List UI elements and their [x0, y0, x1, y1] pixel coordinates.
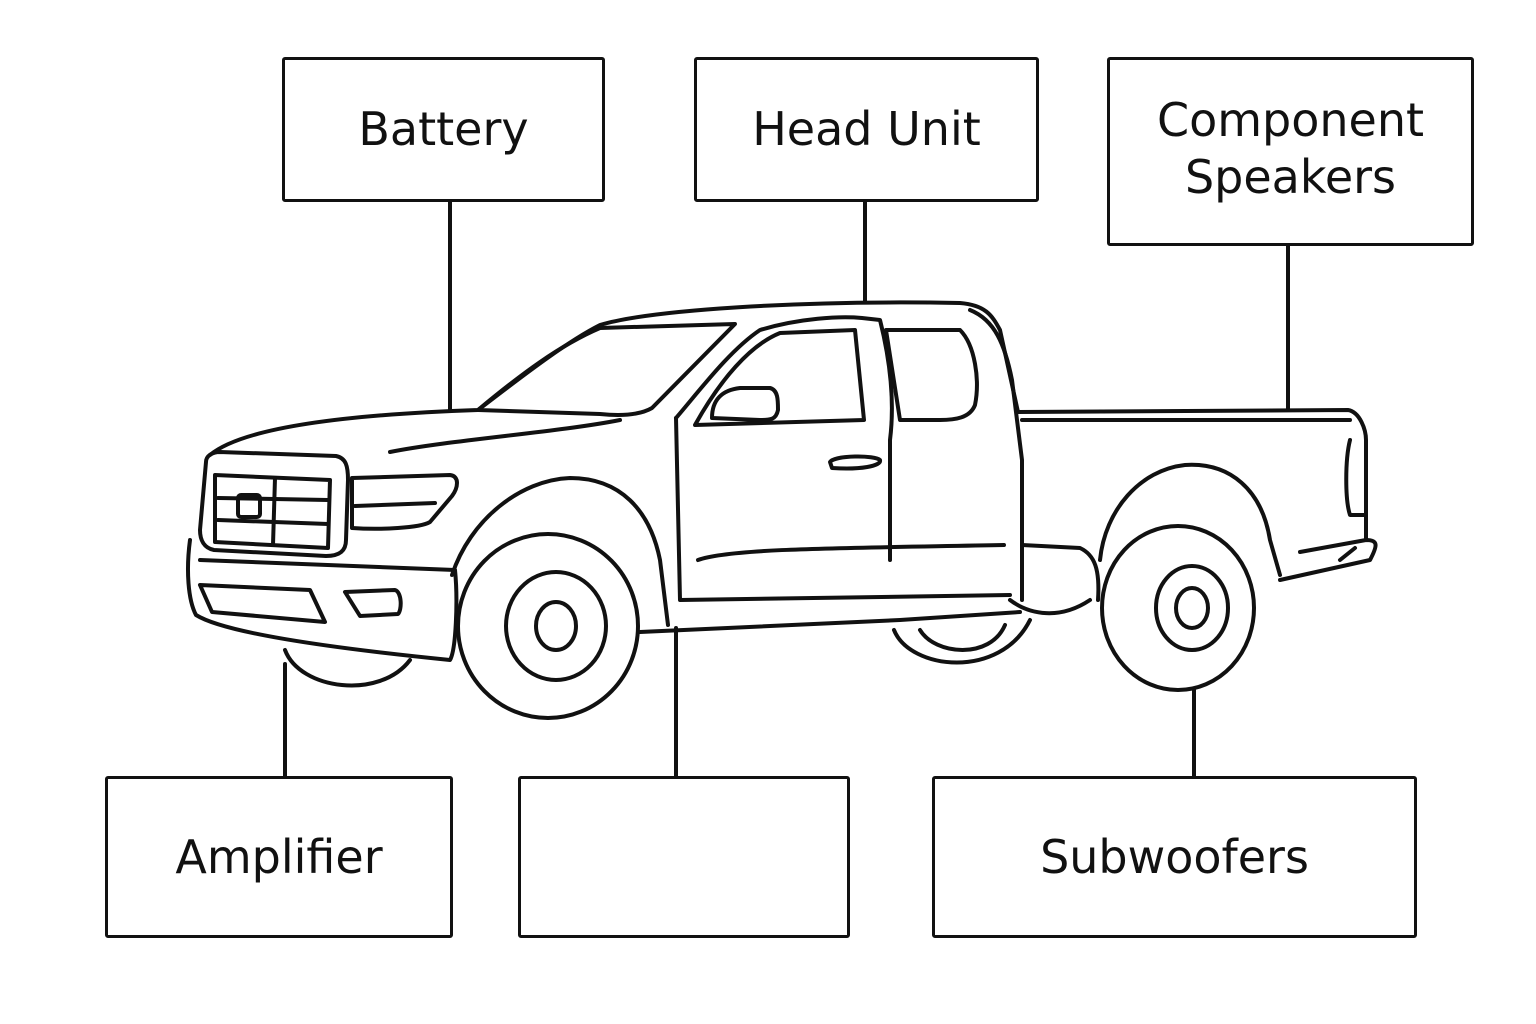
amplifier-label: Amplifier — [175, 829, 383, 884]
unlabeled-box — [518, 776, 850, 938]
battery-label: Battery — [358, 102, 529, 157]
subwoofers-label: Subwoofers — [1040, 829, 1309, 884]
leader-lines — [283, 200, 1290, 778]
component-speakers-label: Component Speakers — [1157, 92, 1424, 204]
head-unit-label: Head Unit — [752, 102, 981, 157]
component-speakers-label-line2: Speakers — [1184, 149, 1397, 204]
amplifier-label-box: Amplifier — [105, 776, 453, 938]
head-unit-label-box: Head Unit — [694, 57, 1039, 202]
component-speakers-label-line1: Component — [1156, 93, 1425, 148]
subwoofers-label-box: Subwoofers — [932, 776, 1417, 938]
truck-outline — [186, 300, 1378, 720]
component-speakers-label-box: Component Speakers — [1107, 57, 1474, 246]
battery-label-box: Battery — [282, 57, 605, 202]
